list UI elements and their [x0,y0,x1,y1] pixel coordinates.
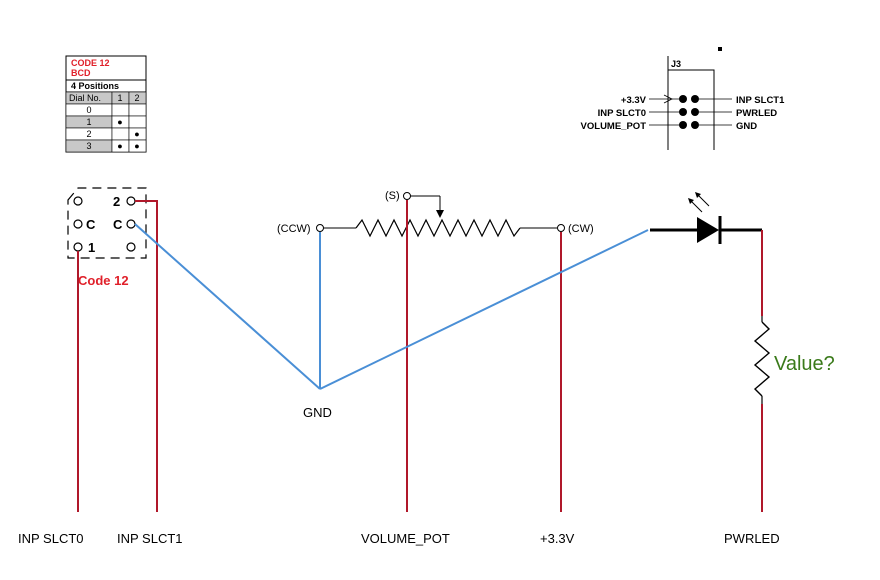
connector-right-label: INP SLCT1 [736,95,785,106]
resistor: Value? [753,230,835,404]
connector-right-label: PWRLED [736,108,777,119]
switch-pin-c-right-label: C [113,217,123,232]
net-labels: INP SLCT0 INP SLCT1 VOLUME_POT +3.3V PWR… [18,531,780,546]
pot-wiper-label: (S) [385,190,400,202]
switch-pin-circle [126,196,136,206]
net-label-inp-slct1: INP SLCT1 [117,531,183,546]
potentiometer: (S) (CCW) (CW) [277,190,594,238]
table-row-3: 3 ● ● [65,139,147,153]
net-wire-inp-slct1 [135,200,158,512]
table-cell-dial: 2 [86,129,91,139]
connector-left-label: VOLUME_POT [581,121,647,132]
connector-left-label: +3.3V [621,95,647,106]
light-emission-icon [688,192,710,213]
wires [77,200,763,512]
table-cell-bit1: ● [117,117,122,127]
switch-caption: Code 12 [78,273,129,288]
net-label-3v3: +3.3V [540,531,575,546]
connector-j3: J3 +3.3V INP SLCT0 VOLUME_POT INP SLCT1 … [581,47,785,150]
switch-pin-circle [73,242,83,252]
switch-pin-c-left-label: C [86,217,96,232]
net-label-pwrled: PWRLED [724,531,780,546]
table-cell-dial: 1 [86,117,91,127]
connector-right-label: GND [736,121,757,132]
table-row-0: 0 [65,103,147,117]
switch-pin-circle [73,219,83,229]
gnd-label: GND [303,405,332,420]
switch-pin-1-label: 1 [88,240,95,255]
switch-pin-circle [126,219,136,229]
connector-left-label: INP SLCT0 [598,108,646,119]
table-row-1: 1 ● [65,115,147,129]
dial-code-table: CODE 12 BCD 4 Positions Dial No. 1 2 0 1… [65,55,147,153]
pot-ccw-label: (CCW) [277,223,311,235]
gnd-wire-led [319,229,649,390]
resistor-value-label: Value? [774,353,835,375]
table-cell-bit1: ● [117,141,122,151]
table-header-dial: Dial No. [69,93,101,103]
led [650,192,762,244]
table-header-2: 2 [134,93,139,103]
switch-pin-circle [126,242,136,252]
connector-ref: J3 [671,59,681,69]
switch-pin-2-label: 2 [113,194,120,209]
table-cell-dial: 0 [86,105,91,115]
table-title-code: CODE 12 [71,58,110,68]
pot-cw-label: (CW) [568,223,594,235]
table-cell-dial: 3 [86,141,91,151]
connector-marker [718,47,722,51]
rotary-switch: 2 C C 1 Code 12 [67,187,147,288]
switch-pin-circle [73,196,83,206]
table-title-bcd: BCD [71,68,91,78]
table-positions: 4 Positions [71,81,119,91]
net-label-inp-slct0: INP SLCT0 [18,531,84,546]
table-header-1: 1 [117,93,122,103]
net-label-volume-pot: VOLUME_POT [361,531,450,546]
table-row-2: 2 ● [65,127,147,141]
table-cell-bit2: ● [134,141,139,151]
gnd-wire-switch [134,223,321,390]
table-cell-bit2: ● [134,129,139,139]
